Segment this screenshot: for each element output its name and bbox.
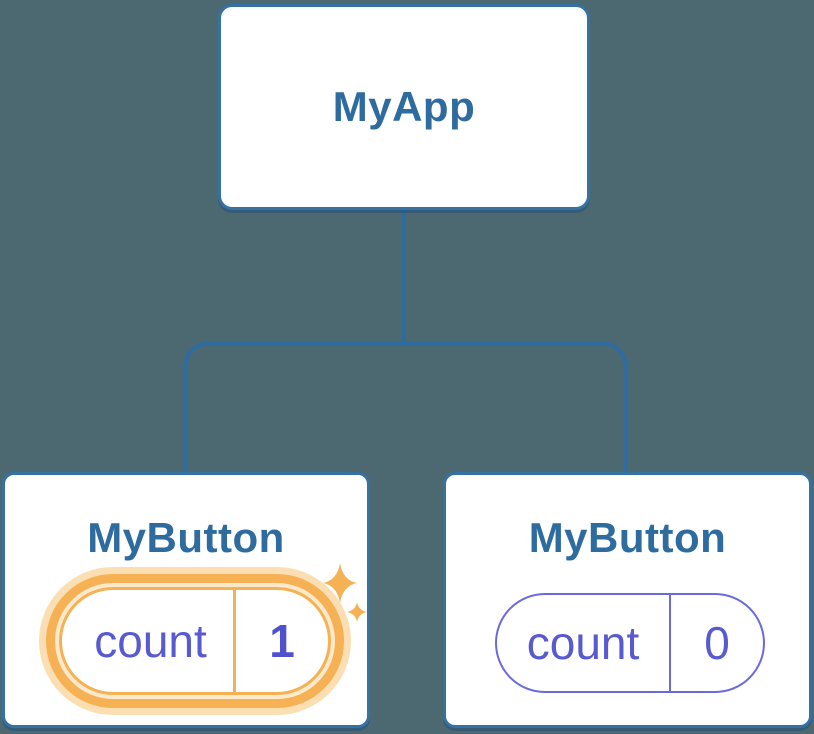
node-mybutton-right: MyButton count 0: [443, 472, 812, 728]
state-pill-highlighted: count 1: [59, 587, 331, 695]
node-mybutton-left-label: MyButton: [87, 514, 285, 561]
state-pill-divider: [669, 595, 671, 691]
state-pill-divider: [233, 590, 236, 692]
node-mybutton-left: MyButton count 1: [2, 472, 370, 728]
state-value: 0: [704, 617, 730, 669]
state-value: 1: [269, 615, 295, 667]
node-mybutton-right-label: MyButton: [528, 514, 727, 561]
state-key: count: [526, 617, 640, 669]
node-myapp-label: MyApp: [332, 83, 476, 130]
state-pill-idle: count 0: [495, 593, 765, 693]
state-key: count: [94, 615, 207, 667]
node-myapp: MyApp: [218, 4, 590, 210]
sparkle-icon: [323, 563, 367, 622]
